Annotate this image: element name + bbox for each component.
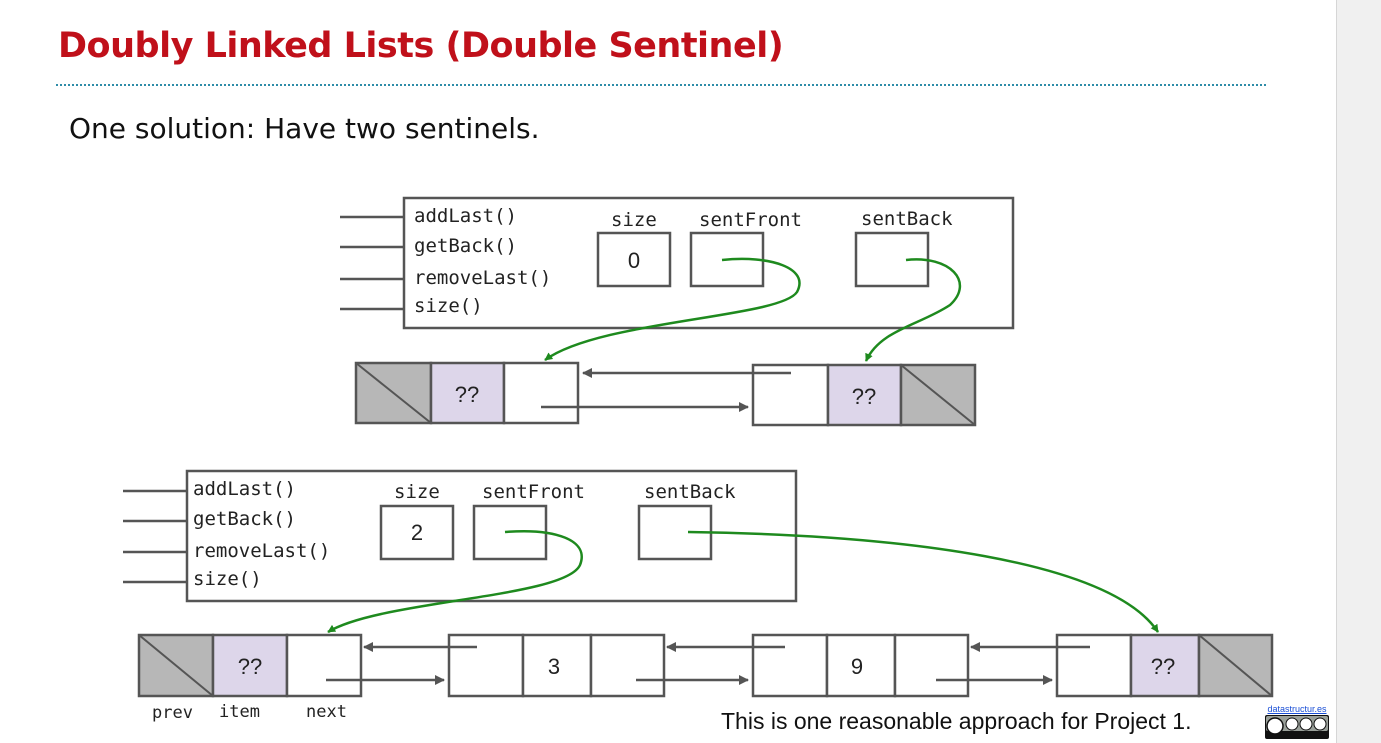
bottom-node-3: 3	[447, 633, 666, 698]
top-method-getback: getBack()	[414, 235, 517, 257]
item-cell	[211, 633, 289, 698]
node-item-value: ??	[1151, 654, 1175, 679]
top-size-value: 0	[628, 248, 640, 273]
bottom-sentback-label: sentBack	[644, 481, 736, 503]
bottom-back-sentinel-node: ??	[1055, 633, 1274, 698]
bottom-list-object: addLast() getBack() removeLast() size() …	[123, 469, 798, 603]
node-label-item: item	[219, 702, 260, 722]
null-slash	[138, 634, 214, 697]
bottom-sentfront-label: sentFront	[482, 481, 585, 503]
node-label-prev: prev	[152, 703, 193, 723]
footer-note: This is one reasonable approach for Proj…	[721, 708, 1192, 734]
top-front-sentinel-node: ??	[354, 361, 580, 425]
next-cell	[893, 633, 970, 698]
slide: Doubly Linked Lists (Double Sentinel) On…	[0, 0, 1337, 743]
linked-list-diagram: addLast() getBack() removeLast() size() …	[123, 196, 1274, 723]
node-item-value: ??	[455, 382, 479, 407]
top-sentback-box	[854, 231, 930, 288]
top-back-sentinel-node: ??	[751, 363, 977, 427]
item-cell	[1129, 633, 1201, 698]
bottom-size-value: 2	[411, 520, 423, 545]
top-method-addlast: addLast()	[414, 205, 517, 227]
bottom-size-label: size	[394, 481, 440, 503]
credit-link[interactable]: datastructur.es	[1267, 704, 1327, 714]
node-item-value: ??	[238, 654, 262, 679]
node-item-value: 3	[548, 654, 560, 679]
bottom-method-getback: getBack()	[193, 508, 296, 530]
top-method-removelast: removeLast()	[414, 267, 551, 289]
prev-cell	[1055, 633, 1133, 698]
top-sentback-pointer-arrow	[864, 258, 962, 362]
top-list-object: addLast() getBack() removeLast() size() …	[340, 196, 1015, 330]
cc-by-nc-sa-icon	[1265, 715, 1329, 739]
top-sentfront-pointer-arrow	[544, 257, 801, 362]
node-item-value: 9	[851, 654, 863, 679]
next-cell	[285, 633, 363, 698]
next-cell	[502, 361, 580, 425]
item-cell	[825, 633, 897, 698]
bottom-method-removelast: removeLast()	[193, 540, 330, 562]
item-cell	[826, 363, 903, 427]
slide-subtitle: One solution: Have two sentinels.	[69, 112, 540, 145]
top-method-size: size()	[414, 295, 483, 317]
node-label-next: next	[306, 702, 347, 722]
top-size-box	[596, 231, 672, 288]
bottom-method-size: size()	[193, 568, 262, 590]
null-slash	[1198, 634, 1273, 697]
bottom-size-box	[379, 504, 455, 561]
title-divider	[56, 84, 1266, 86]
bottom-sentfront-pointer-arrow	[327, 530, 583, 634]
slide-title: Doubly Linked Lists (Double Sentinel)	[58, 26, 784, 66]
top-size-label: size	[611, 209, 657, 231]
bottom-method-addlast: addLast()	[193, 478, 296, 500]
null-slash	[355, 362, 432, 424]
bottom-sentback-pointer-arrow	[687, 530, 1160, 633]
bottom-node-9: 9	[751, 633, 970, 698]
license-badge: datastructur.es	[1262, 704, 1332, 742]
null-slash	[900, 364, 976, 426]
bottom-front-sentinel-node: ??	[137, 633, 363, 698]
top-sentfront-label: sentFront	[699, 209, 802, 231]
node-item-value: ??	[852, 384, 876, 409]
prev-cell	[447, 633, 525, 698]
prev-cell	[751, 633, 829, 698]
item-cell	[521, 633, 593, 698]
top-sentback-label: sentBack	[861, 208, 953, 230]
next-cell	[589, 633, 666, 698]
